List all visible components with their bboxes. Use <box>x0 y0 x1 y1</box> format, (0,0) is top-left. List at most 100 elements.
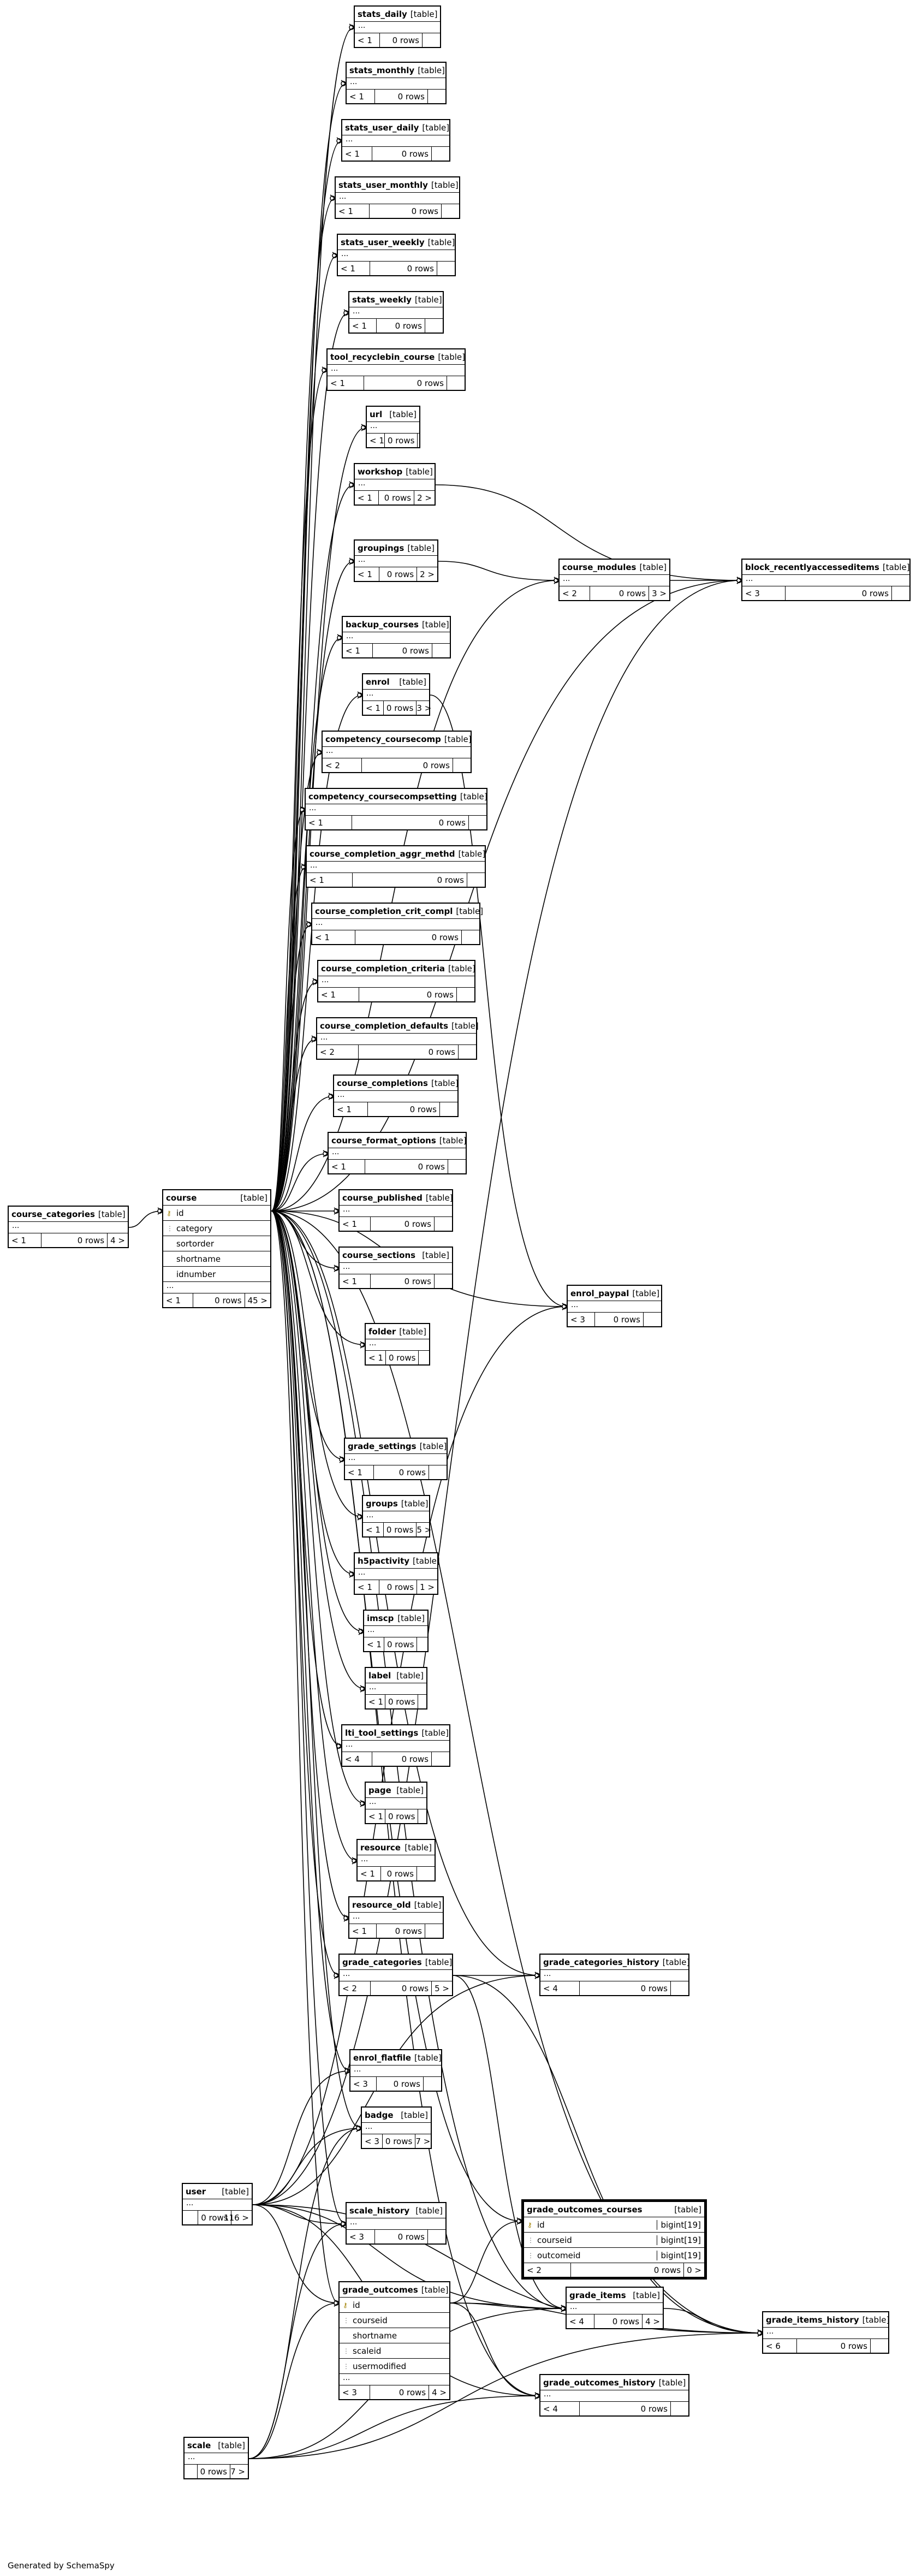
child-count[interactable] <box>671 1981 688 1995</box>
table-name[interactable]: badge <box>365 2110 394 2120</box>
table-header[interactable]: course_sections[table] <box>340 1248 452 1263</box>
table-name[interactable]: course_sections <box>342 1250 416 1260</box>
table-header[interactable]: backup_courses[table] <box>343 617 450 632</box>
table-name[interactable]: grade_outcomes_courses <box>527 2204 643 2215</box>
table-name[interactable]: groupings <box>358 543 405 553</box>
table-header[interactable]: stats_user_daily[table] <box>342 120 449 135</box>
child-count[interactable] <box>644 1313 661 1326</box>
table-name[interactable]: grade_categories <box>342 1957 422 1967</box>
table-name[interactable]: grade_settings <box>348 1441 417 1451</box>
parent-count[interactable]: < 2 <box>317 1045 359 1059</box>
child-count[interactable] <box>447 376 465 390</box>
table-name[interactable]: scale <box>187 2440 211 2450</box>
table-name[interactable]: enrol_paypal <box>570 1288 629 1298</box>
child-count[interactable]: 4 > <box>645 2316 660 2326</box>
child-count[interactable] <box>671 2402 688 2415</box>
table-name[interactable]: backup_courses <box>346 619 419 630</box>
parent-count[interactable]: < 3 <box>362 2134 383 2148</box>
child-count[interactable] <box>435 1274 452 1288</box>
child-count[interactable] <box>448 1160 466 1173</box>
parent-count[interactable]: < 1 <box>318 988 359 1001</box>
table-header[interactable]: stats_user_weekly[table] <box>338 235 455 250</box>
parent-count[interactable]: < 1 <box>347 90 375 103</box>
table-header[interactable]: course_format_options[table] <box>329 1133 467 1148</box>
parent-count[interactable]: < 4 <box>342 1752 372 1766</box>
table-header[interactable]: folder[table] <box>366 1324 429 1339</box>
parent-count[interactable]: < 1 <box>336 204 370 218</box>
parent-count[interactable]: < 1 <box>338 262 370 275</box>
table-header[interactable]: imscp[table] <box>364 1611 427 1626</box>
table-header[interactable]: grade_categories[table] <box>340 1955 452 1970</box>
table-header[interactable]: lti_tool_settings[table] <box>342 1725 449 1741</box>
table-header[interactable]: tool_recyclebin_course[table] <box>328 349 465 365</box>
table-name[interactable]: grade_items <box>569 2290 626 2300</box>
child-count[interactable] <box>419 1351 436 1364</box>
child-count[interactable] <box>418 434 435 447</box>
child-count[interactable]: 2 > <box>420 569 435 579</box>
child-count[interactable] <box>424 2077 441 2091</box>
child-count[interactable]: 5 > <box>435 1983 449 1993</box>
table-name[interactable]: grade_outcomes_history <box>543 2377 656 2388</box>
table-header[interactable]: course_completion_crit_compl[table] <box>312 904 483 919</box>
table-header[interactable]: stats_weekly[table] <box>349 292 443 307</box>
table-name[interactable]: course_modules <box>562 562 637 572</box>
parent-count[interactable]: < 6 <box>763 2339 797 2353</box>
table-name[interactable]: tool_recyclebin_course <box>330 352 435 362</box>
table-header[interactable]: enrol_flatfile[table] <box>350 2050 442 2065</box>
parent-count[interactable]: < 3 <box>340 2385 370 2399</box>
child-count[interactable] <box>418 1695 436 1708</box>
table-name[interactable]: resource <box>360 1842 401 1853</box>
parent-count[interactable]: < 3 <box>742 586 786 600</box>
parent-count[interactable] <box>183 2211 199 2224</box>
table-header[interactable]: workshop[table] <box>355 464 435 479</box>
table-name[interactable]: competency_coursecomp <box>325 734 441 744</box>
child-count[interactable] <box>429 1465 447 1479</box>
table-header[interactable]: grade_categories_history[table] <box>540 1955 689 1970</box>
parent-count[interactable]: < 2 <box>323 758 362 772</box>
parent-count[interactable]: < 1 <box>329 1160 365 1173</box>
parent-count[interactable]: < 2 <box>340 1981 371 1995</box>
parent-count[interactable]: < 2 <box>524 2263 571 2277</box>
table-name[interactable]: lti_tool_settings <box>345 1728 419 1738</box>
table-header[interactable]: user[table] <box>183 2184 252 2199</box>
child-count[interactable] <box>871 2339 888 2353</box>
table-name[interactable]: stats_daily <box>358 9 407 19</box>
parent-count[interactable]: < 1 <box>366 1351 386 1364</box>
child-count[interactable] <box>440 1102 457 1116</box>
child-count[interactable] <box>428 2230 445 2243</box>
table-header[interactable]: stats_daily[table] <box>355 7 440 22</box>
table-header[interactable]: enrol_paypal[table] <box>568 1286 661 1301</box>
parent-count[interactable] <box>185 2465 198 2478</box>
table-name[interactable]: resource_old <box>352 1900 411 1910</box>
table-header[interactable]: course_completion_criteria[table] <box>318 961 475 976</box>
table-name[interactable]: stats_user_monthly <box>338 180 428 190</box>
parent-count[interactable]: < 1 <box>363 1523 384 1536</box>
table-header[interactable]: course_modules[table] <box>560 560 669 575</box>
table-name[interactable]: workshop <box>358 466 403 477</box>
table-name[interactable]: folder <box>368 1326 396 1337</box>
table-name[interactable]: stats_weekly <box>352 294 412 305</box>
child-count[interactable] <box>442 204 459 218</box>
